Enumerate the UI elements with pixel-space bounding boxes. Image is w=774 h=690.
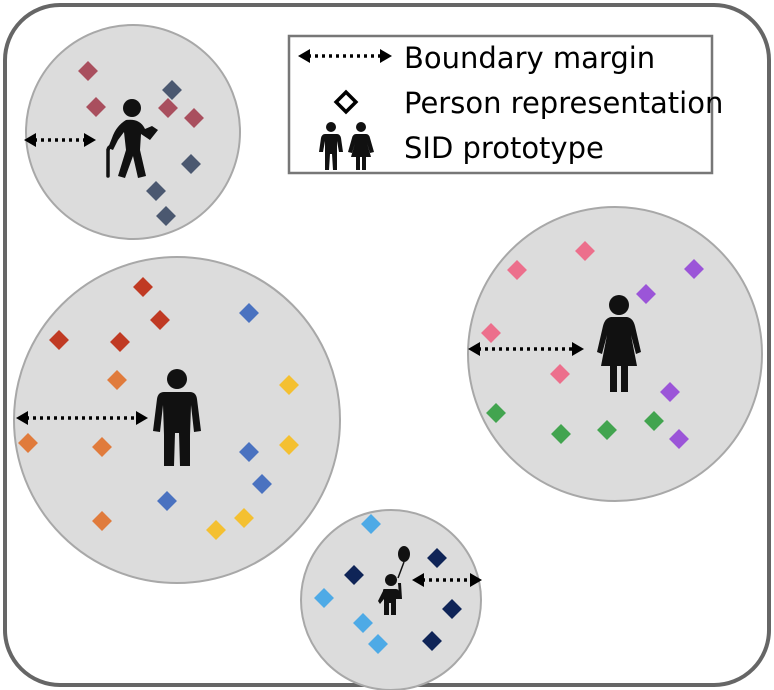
man-icon bbox=[153, 369, 201, 466]
legend-diamond-icon bbox=[333, 89, 359, 115]
boundary-margin-arrow-man bbox=[16, 411, 148, 425]
legend-boundary-margin-label: Boundary margin bbox=[404, 41, 655, 75]
boundary-margin-arrow-elderly bbox=[24, 133, 96, 147]
woman-icon bbox=[597, 295, 641, 392]
legend-box bbox=[287, 34, 714, 175]
boundary-margin-arrow-child bbox=[412, 573, 482, 587]
legend-person-representation-label: Person representation bbox=[404, 86, 723, 120]
elderly-person-icon bbox=[106, 99, 158, 178]
child-with-balloon-icon bbox=[378, 546, 410, 615]
legend-arrow-icon bbox=[298, 49, 392, 63]
boundary-margin-arrow-woman bbox=[468, 342, 584, 356]
legend: Boundary margin Person representation SI… bbox=[287, 34, 723, 175]
legend-sid-prototype-label: SID prototype bbox=[404, 131, 604, 165]
legend-prototype-icon bbox=[319, 122, 374, 170]
